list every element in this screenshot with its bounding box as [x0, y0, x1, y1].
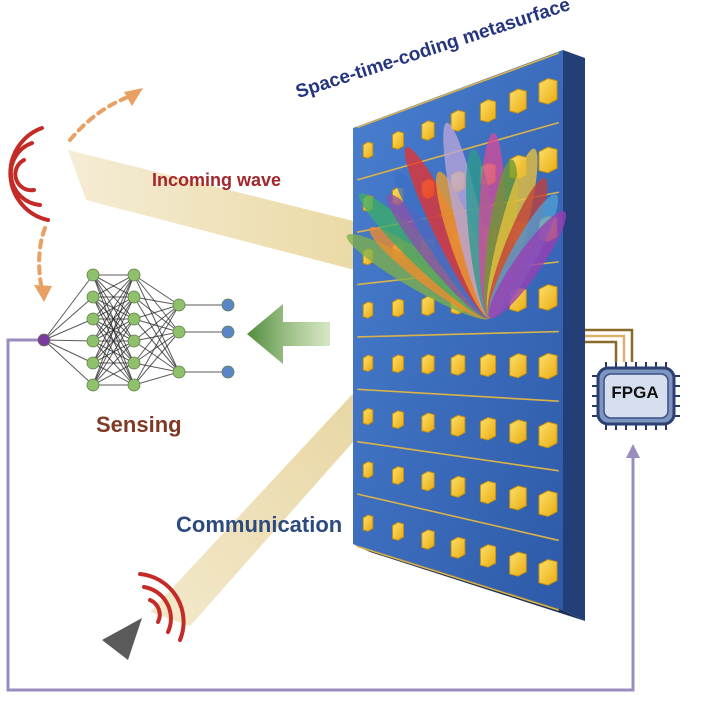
neuron-node [127, 290, 141, 304]
neuron-node [127, 378, 141, 392]
meta-atom-cell [538, 284, 558, 311]
triangle-antenna-icon [102, 618, 142, 660]
meta-atom-cell [479, 480, 497, 505]
sensing-arrow-icon [247, 304, 330, 364]
meta-atom-cell [392, 410, 404, 430]
meta-atom-cell [450, 536, 466, 559]
meta-atom-cell [450, 353, 466, 376]
meta-atom-cell [509, 419, 527, 445]
meta-atom-cell [538, 421, 558, 449]
metasurface-panel [353, 50, 585, 621]
meta-atom-cell [392, 466, 404, 485]
meta-atom-cell [479, 417, 497, 441]
meta-atom-cell [479, 99, 497, 123]
meta-atom-cell [509, 88, 527, 114]
neuron-node [86, 356, 100, 370]
meta-atom-cell [538, 352, 558, 380]
meta-atom-cell [479, 353, 497, 377]
sensing-label: Sensing [96, 412, 182, 437]
radiation-lobe [488, 210, 567, 319]
bias-line [357, 330, 559, 338]
panel-side-edge [563, 50, 585, 621]
neuron-node [86, 334, 100, 348]
panel-face [353, 50, 563, 610]
neuron-node [172, 365, 186, 379]
fpga-wires [585, 328, 634, 362]
meta-atom-cell [362, 461, 374, 479]
meta-atom-cell [392, 130, 404, 150]
meta-atom-cell [392, 298, 404, 318]
meta-atom-cell [538, 77, 558, 105]
neuron-node [86, 312, 100, 326]
neuron-node [37, 333, 51, 347]
meta-atom-cell [392, 521, 404, 541]
meta-atom-cell [421, 529, 435, 550]
motion-arrows [37, 95, 130, 292]
bias-line [356, 545, 560, 611]
meta-atom-cell [421, 470, 435, 492]
arrow-down-icon [34, 285, 52, 302]
meta-atom-cell [362, 407, 374, 426]
bias-line [357, 388, 559, 402]
metasurface-cells [356, 52, 560, 611]
neuron-node [127, 334, 141, 348]
neuron-node [86, 268, 100, 282]
neuron-node [172, 325, 186, 339]
meta-atom-cell [450, 475, 466, 498]
bias-line [357, 493, 559, 542]
meta-atom-cell [538, 146, 558, 174]
neural-network-icon [37, 268, 235, 392]
meta-atom-cell [421, 354, 435, 375]
meta-atom-cell [362, 141, 374, 159]
receiver-wave-arc-icon [138, 572, 186, 642]
meta-atom-cell [421, 412, 435, 433]
neuron-node [221, 325, 235, 339]
radiation-pattern-lobes [346, 122, 567, 320]
meta-atom-cell [509, 353, 527, 379]
feedback-arrow-icon [626, 444, 640, 458]
meta-atom-cell [362, 514, 374, 532]
meta-atom-cell [450, 414, 466, 437]
meta-atom-cell [392, 354, 404, 374]
communication-label: Communication [176, 512, 343, 537]
neuron-node [221, 298, 235, 312]
neuron-node [127, 312, 141, 326]
source-wave-arc-icon [8, 126, 50, 222]
neuron-node [127, 356, 141, 370]
fpga-label: FPGA [611, 383, 659, 402]
arrow-up-icon [124, 88, 143, 106]
neuron-node [127, 268, 141, 282]
meta-atom-cell [450, 109, 466, 132]
neuron-node [172, 298, 186, 312]
meta-atom-cell [421, 120, 435, 141]
bias-line [357, 440, 559, 472]
meta-atom-cell [538, 490, 558, 517]
meta-atom-cell [509, 551, 527, 577]
neuron-node [221, 365, 235, 379]
meta-atom-cell [479, 544, 497, 568]
meta-atom-cell [362, 301, 374, 319]
meta-atom-cell [509, 485, 527, 511]
neuron-node [86, 378, 100, 392]
fpga-chip-icon [592, 362, 680, 430]
bias-line [356, 52, 560, 129]
feedback-loop-line [6, 338, 635, 692]
neuron-node [86, 290, 100, 304]
incoming-wave-label: Incoming wave [152, 170, 282, 190]
meta-atom-cell [362, 354, 374, 372]
meta-atom-cell [538, 558, 558, 586]
